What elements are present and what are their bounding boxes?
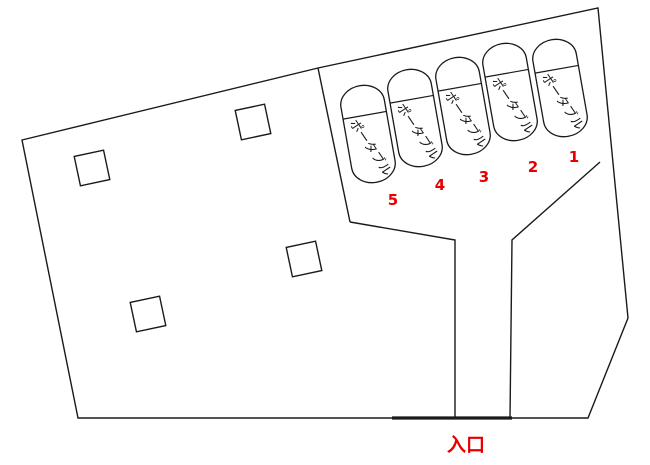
space-number-3: 3 xyxy=(479,168,489,186)
parking-spaces: ポータブル 1 ポータブル 2 ポータブル 3 ポータブル 4 ポータブル 5 xyxy=(340,38,588,209)
portable-toilet-shape xyxy=(340,84,396,184)
space-number-5: 5 xyxy=(388,191,398,209)
space-number-4: 4 xyxy=(435,176,445,194)
portable-toilet-shape xyxy=(435,56,491,156)
portable-toilet-shape xyxy=(532,38,588,138)
portable-toilet-shape xyxy=(482,42,538,142)
capsule-divider xyxy=(389,94,434,104)
parking-area-boundary-right xyxy=(509,161,601,419)
capsule-divider xyxy=(342,110,387,120)
entrance-label: 入口 xyxy=(447,434,485,456)
capsule-divider xyxy=(484,68,529,78)
parking-area-boundary-left xyxy=(349,221,456,418)
square-marker xyxy=(129,295,167,333)
capsule-divider xyxy=(534,64,579,74)
space-number-2: 2 xyxy=(528,158,538,176)
capsule-divider xyxy=(437,82,482,92)
area-divider-line xyxy=(317,67,351,223)
parking-space-4: ポータブル xyxy=(387,68,443,168)
parking-space-1: ポータブル xyxy=(532,38,588,138)
parking-space-3: ポータブル xyxy=(435,56,491,156)
portable-toilet-shape xyxy=(387,68,443,168)
square-marker xyxy=(285,240,323,278)
parking-space-5: ポータブル xyxy=(340,84,396,184)
square-marker xyxy=(73,149,111,187)
space-number-1: 1 xyxy=(569,148,579,166)
parking-space-2: ポータブル xyxy=(482,42,538,142)
square-marker xyxy=(234,103,272,141)
